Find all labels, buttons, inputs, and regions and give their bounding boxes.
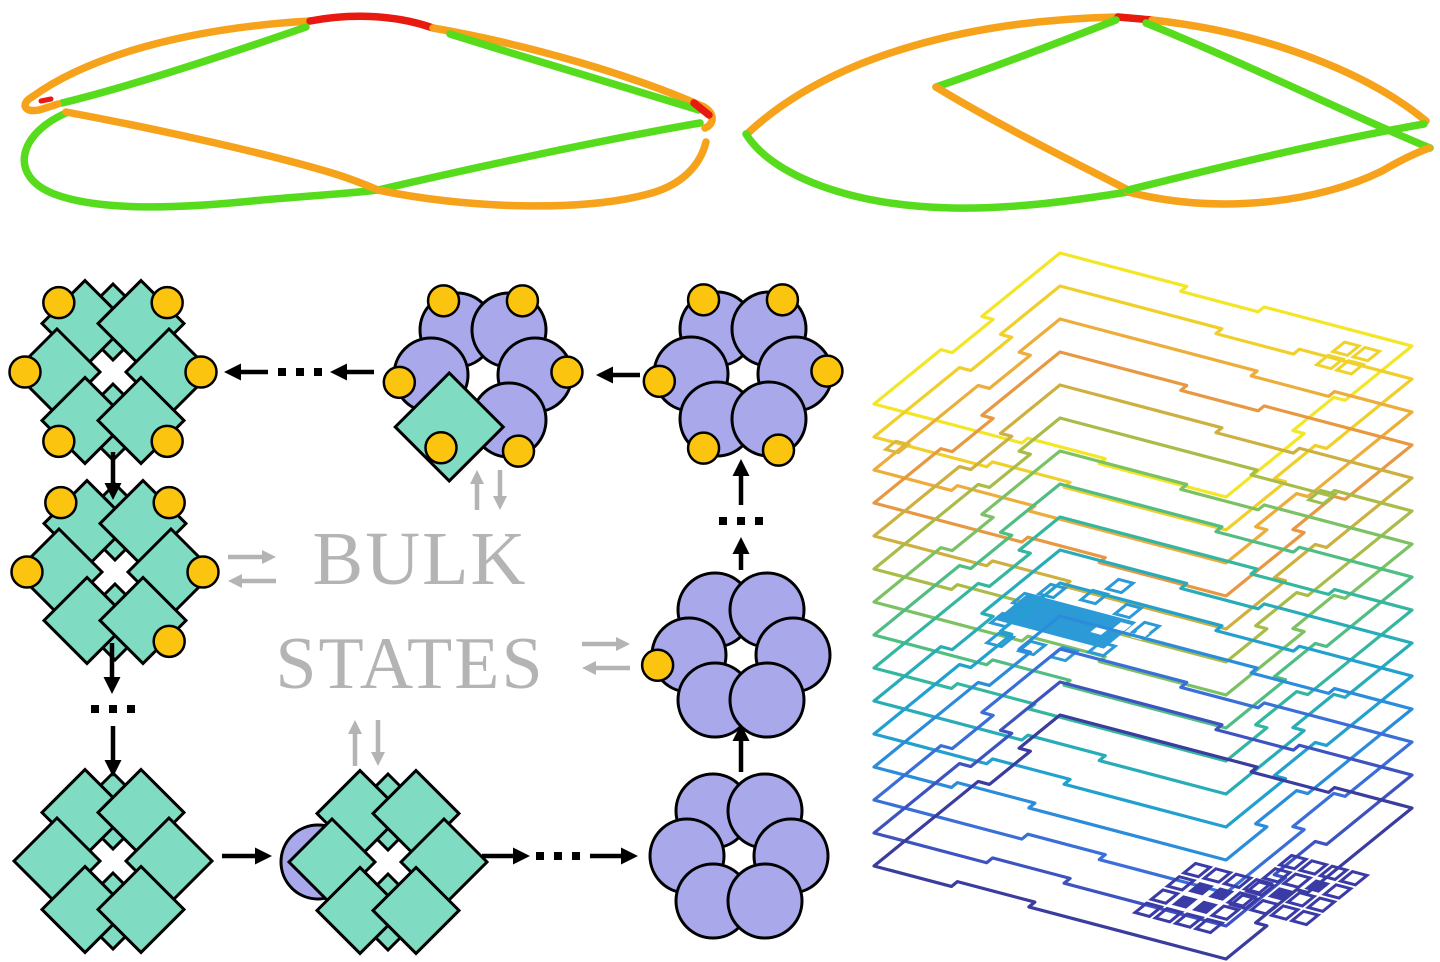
cluster-teal-ring-5dots [10,478,220,666]
knot-figure-left [20,12,716,211]
ellipsis-dot [109,705,117,713]
ellipsis-dot [554,852,562,860]
cluster-purple-ring-1dot [640,571,832,739]
ellipsis-dot [127,705,135,713]
bulk-states-label-line1: BULK [313,517,528,601]
ellipsis-dot [278,368,286,376]
ellipsis-dot [755,517,763,525]
cluster-purple-ring-one-cube [382,284,584,484]
ellipsis-dot [536,852,544,860]
knot-figure-right [742,13,1434,212]
cluster-purple-ring-6dots [642,283,844,467]
stack-cluster-grid [1131,861,1275,935]
stack-cluster-grid [1305,488,1339,506]
ellipsis-dot [314,368,322,376]
ellipsis-dot [572,852,580,860]
ellipsis-dot [91,705,99,713]
cluster-purple-ring-bare [648,772,830,940]
ellipsis-dot [296,368,304,376]
bulk-states-label-line2: STATES [275,623,544,705]
layer-stack [872,251,1414,961]
cluster-teal-ring-6dots [8,278,218,466]
cluster-teal-ring-one-sphere [279,768,490,956]
reaction-arrows [91,363,763,865]
stack-cluster-grid [1313,340,1383,376]
ellipsis-dot [719,517,727,525]
stack-cluster-grid [882,439,912,455]
ellipsis-dot [737,517,745,525]
cluster-teal-ring-bare [11,767,215,955]
